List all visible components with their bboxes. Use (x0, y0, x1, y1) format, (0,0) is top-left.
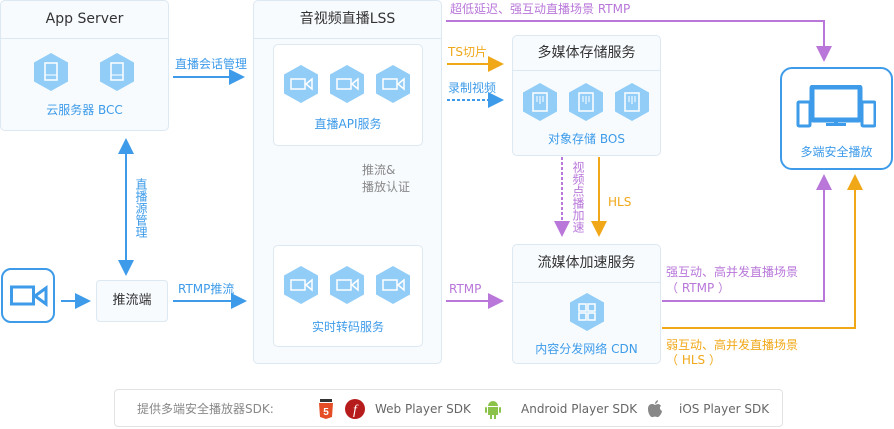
api-service-box: 直播API服务 (273, 44, 423, 146)
server-icon (34, 53, 68, 91)
transcode-service-caption: 实时转码服务 (311, 320, 384, 334)
storage-panel: 多媒体存储服务 对象存储 BOS (512, 35, 661, 156)
flash-icon[interactable]: f (345, 399, 365, 419)
app-server-title: App Server (1, 1, 168, 39)
auth-label-line1: 推流& (362, 163, 396, 177)
session-mgmt-label: 直播会话管理 (175, 57, 248, 71)
svg-text:f: f (353, 403, 359, 418)
sdk-bar-label: 提供多端安全播放器SDK: (137, 402, 274, 416)
cdn-panel: 流媒体加速服务 内容分发网络 CDN (512, 244, 661, 364)
sdk-bar: 提供多端安全播放器SDK: 5 f Web Player SDK Android… (114, 389, 783, 427)
low-latency-label: 超低延迟、强互动直播场景 RTMP (450, 2, 631, 16)
lss-panel: 音视频直播LSS 直播API服务 推流& 播放认证 实时转码服务 (253, 0, 442, 364)
weak-interaction-line1: 弱互动、高并发直播场景 (666, 338, 799, 352)
video-camera-icon (330, 65, 364, 103)
arrow-low-latency (446, 20, 832, 62)
app-server-caption: 云服务器 BCC (46, 103, 123, 117)
android-icon[interactable] (485, 399, 501, 419)
strong-interaction-line1: 强互动、高并发直播场景 (666, 265, 799, 279)
camera-icon (10, 285, 48, 307)
rtmp-label: RTMP (449, 282, 482, 296)
storage-title: 多媒体存储服务 (513, 36, 660, 71)
vod-accel-label: 视频点播加速 (571, 161, 585, 233)
api-service-caption: 直播API服务 (314, 117, 382, 131)
pusher-label: 推流端 (112, 293, 152, 308)
weak-interaction-line2: （ HLS ） (666, 353, 721, 367)
auth-label-line2: 播放认证 (362, 180, 411, 194)
camera-box (1, 268, 55, 323)
apple-icon[interactable] (647, 400, 663, 418)
lss-title: 音视频直播LSS (254, 1, 441, 39)
storage-card-icon (523, 83, 557, 121)
server-icon (100, 53, 134, 91)
video-camera-icon (284, 266, 318, 304)
storage-card-icon (615, 83, 649, 121)
video-camera-icon (330, 266, 364, 304)
network-grid-icon (570, 293, 604, 331)
web-player-sdk-label[interactable]: Web Player SDK (375, 402, 471, 416)
video-camera-icon (284, 65, 318, 103)
svg-text:5: 5 (323, 407, 329, 418)
storage-card-icon (569, 83, 603, 121)
html5-icon[interactable]: 5 (319, 399, 333, 419)
storage-caption: 对象存储 BOS (548, 132, 625, 146)
rtmp-push-label: RTMP推流 (178, 282, 235, 296)
cdn-caption: 内容分发网络 CDN (535, 342, 638, 356)
transcode-service-box: 实时转码服务 (273, 245, 423, 347)
player-box: 多端安全播放 (780, 67, 893, 170)
record-video-label: 录制视频 (448, 81, 497, 95)
hls-label: HLS (608, 195, 632, 209)
pusher-box: 推流端 (96, 280, 168, 322)
android-player-sdk-label[interactable]: Android Player SDK (521, 402, 638, 416)
video-camera-icon (376, 65, 410, 103)
video-camera-icon (376, 266, 410, 304)
arrow-strong-interaction (662, 174, 832, 302)
app-server-panel: App Server 云服务器 BCC (0, 0, 169, 131)
source-mgmt-label: 直播源管理 (134, 178, 148, 238)
ios-player-sdk-label[interactable]: iOS Player SDK (679, 402, 770, 416)
player-caption: 多端安全播放 (800, 145, 873, 159)
ts-slice-label: TS切片 (448, 45, 487, 59)
strong-interaction-line2: （ RTMP ） (666, 281, 731, 295)
cdn-title: 流媒体加速服务 (513, 245, 660, 283)
arrow-weak-interaction (662, 174, 863, 329)
multi-device-icon (796, 85, 876, 128)
